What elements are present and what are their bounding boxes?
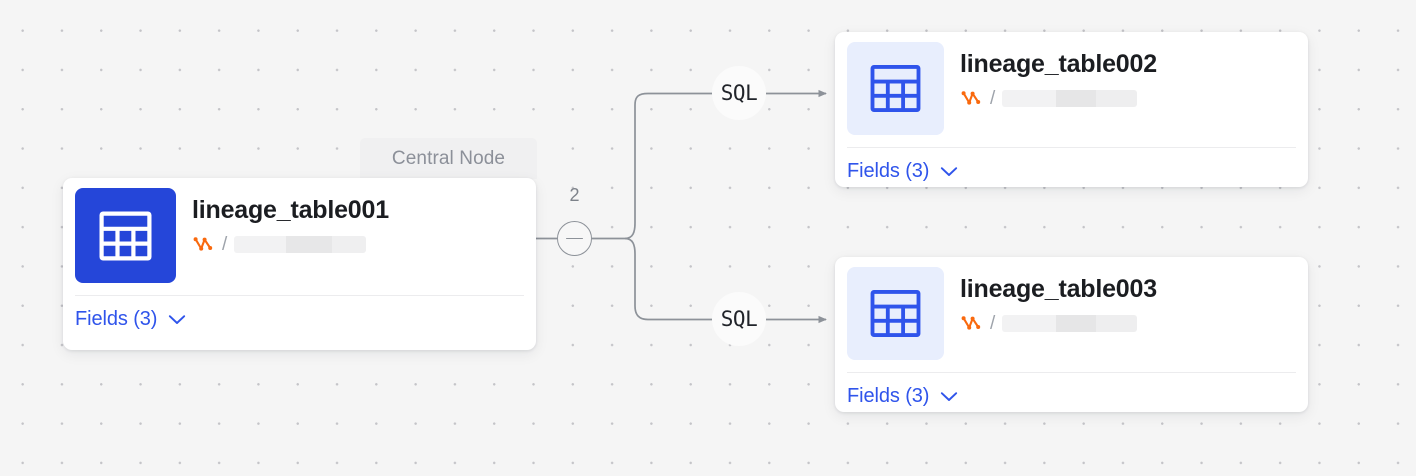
chevron-down-icon[interactable] [940, 391, 958, 402]
edge-label-sql-bottom[interactable]: SQL [712, 292, 766, 346]
divider [847, 372, 1296, 373]
table-icon [75, 188, 176, 283]
edge-label-text: SQL [720, 307, 758, 331]
fields-toggle-lineage-table001[interactable]: Fields (3) [63, 296, 536, 344]
card-subtitle: / [960, 88, 1296, 108]
fields-toggle-lineage-table002[interactable]: Fields (3) [835, 148, 1308, 187]
edge-branch-bottom [624, 237, 712, 321]
fields-label: Fields (3) [847, 385, 930, 407]
lineage-graph-icon [961, 91, 981, 105]
minus-icon [566, 237, 583, 240]
fields-label: Fields (3) [75, 308, 158, 330]
divider [847, 147, 1296, 148]
card-text-block: lineage_table003 / [960, 267, 1296, 333]
table-icon-glyph [870, 290, 921, 337]
edge-label-text: SQL [720, 81, 758, 105]
chevron-down-icon[interactable] [168, 314, 186, 325]
fields-toggle-lineage-table003[interactable]: Fields (3) [835, 373, 1308, 412]
page-title: lineage_table002 [960, 50, 1157, 78]
table-icon [847, 42, 944, 135]
table-icon [847, 267, 944, 360]
redacted-path [1002, 314, 1138, 332]
card-subtitle: / [192, 234, 524, 254]
path-separator: / [990, 87, 996, 109]
collapse-count-label: 2 [569, 185, 580, 205]
card-header: lineage_table001 / [63, 178, 536, 283]
card-subtitle: / [960, 313, 1296, 333]
card-header: lineage_table002 / [835, 32, 1308, 135]
card-text-block: lineage_table002 / [960, 42, 1296, 108]
page-title: lineage_table003 [960, 275, 1157, 303]
edge-label-sql-top[interactable]: SQL [712, 66, 766, 120]
divider [75, 295, 524, 296]
path-separator: / [222, 233, 228, 255]
edge-branch-top [624, 92, 712, 240]
node-card-lineage-table001[interactable]: lineage_table001 / [63, 178, 536, 350]
table-icon-glyph [870, 65, 921, 112]
path-separator: / [990, 312, 996, 334]
lineage-graph-icon [961, 316, 981, 330]
redacted-path [1002, 89, 1138, 107]
card-header: lineage_table003 / [835, 257, 1308, 360]
node-card-lineage-table002[interactable]: lineage_table002 / [835, 32, 1308, 187]
central-node-tooltip: Central Node [360, 138, 537, 179]
collapse-toggle-button[interactable] [557, 221, 592, 256]
central-node-tooltip-label: Central Node [391, 147, 506, 169]
node-card-lineage-table003[interactable]: lineage_table003 / [835, 257, 1308, 412]
chevron-down-icon[interactable] [940, 166, 958, 177]
page-title: lineage_table001 [192, 196, 389, 224]
fields-label: Fields (3) [847, 160, 930, 182]
lineage-graph-icon [193, 237, 213, 251]
redacted-path [234, 235, 367, 253]
card-text-block: lineage_table001 / [192, 188, 524, 254]
table-icon-glyph [99, 210, 152, 260]
